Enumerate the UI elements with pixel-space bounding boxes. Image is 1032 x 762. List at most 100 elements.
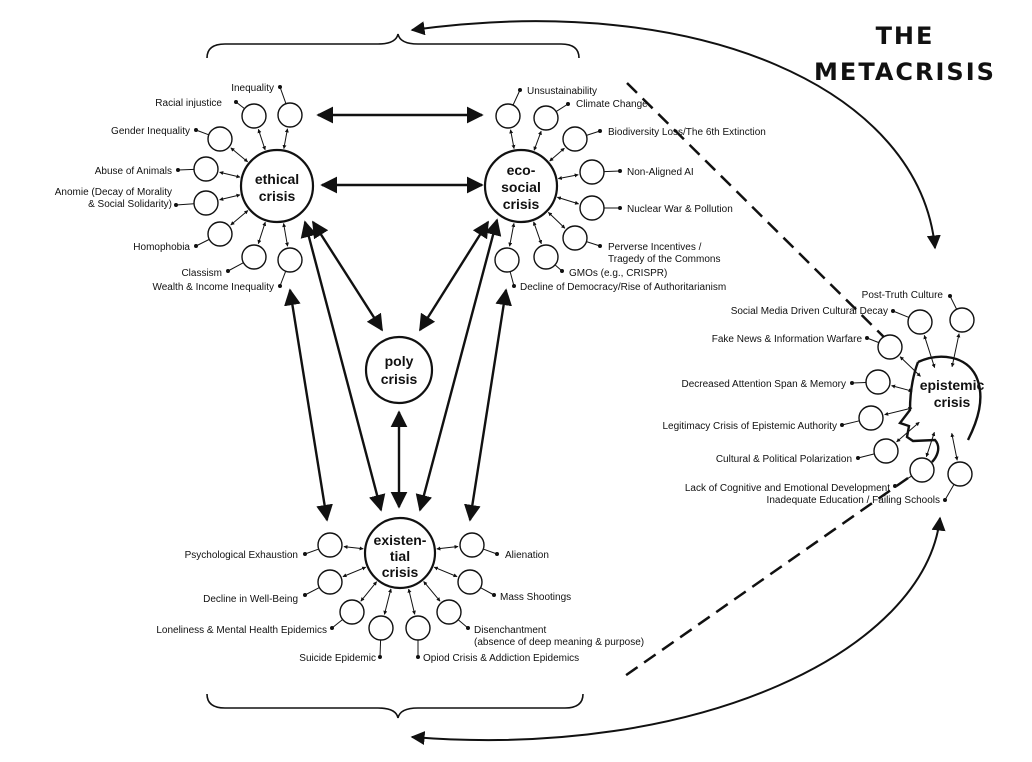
ethical_items-connector-5 [230,210,249,226]
existential_items-connector-5 [423,581,441,602]
eco_items-connector-1 [533,130,542,151]
epistemic_items-label-5: Cultural & Political Polarization [716,454,852,465]
epistemic_items-label-7: Inadequate Education / Failing Schools [767,495,940,506]
epistemic_items-node-5 [873,438,899,464]
eco_items-pin-dot-0 [518,88,522,92]
eco-hub-label-1: eco- [507,162,536,178]
epistemic_items-connector-2 [899,356,921,377]
epistemic_items-connector-0 [950,333,961,368]
eco-hub-label-2: social [501,179,541,195]
epistemic_items-pin-7 [944,484,955,501]
ethical_items-pin-4 [175,203,195,206]
existential_items-label-6: Mass Shootings [500,592,571,603]
ethical_items-pin-3 [177,168,195,171]
ethical_items-pin-7 [279,271,287,287]
existential_items-node-4 [405,615,431,641]
ethical_items-pin-dot-6 [226,269,230,273]
eco_items-label-1: Climate Change [576,99,648,110]
epistemic_items-node-2 [877,334,903,360]
ethical_items-label-3: Abuse of Animals [95,166,172,177]
ethical_items-pin-dot-7 [278,284,282,288]
epistemic_items-pin-dot-5 [856,456,860,460]
eco_items-node-2 [562,126,588,152]
existential_items-connector-0 [343,545,364,551]
epistemic-hub: epistemic crisis [898,355,985,463]
title-line-2: METACRISIS [814,58,996,86]
epistemic_items-connector-4 [884,406,913,416]
bottom-curved-arrow [410,516,946,745]
existential_items-label-1: Decline in Well-Being [203,594,298,605]
existential_items-pin-3 [379,639,382,658]
ethical_items-label-5: Homophobia [133,242,190,253]
epistemic_items-node-4 [858,405,884,431]
epistemic_items-pin-dot-3 [850,381,854,385]
epistemic_items-connector-1 [923,334,936,369]
ethical-poly-arrow [311,220,384,332]
ethical_items-label-0: Inequality [231,83,274,94]
epistemic_items-pin-dot-6 [893,484,897,488]
existential-hub: existen- tial crisis [363,516,437,590]
eco_items-connector-3 [557,173,579,180]
existential_items-pin-dot-2 [330,626,334,630]
ethical_items-node-1 [241,103,267,129]
existential_items-node-3 [368,615,394,641]
epistemic_items-label-4: Legitimacy Crisis of Epistemic Authority [662,421,837,432]
existential_items-pin-7 [483,548,498,555]
bottom-brace [206,693,584,719]
existential_items-label-3: Suicide Epidemic [299,653,376,664]
epistemic_items-node-3 [865,369,891,395]
eco_items-label-6: GMOs (e.g., CRISPR) [569,268,667,279]
epistemic_items-pin-4 [841,420,860,426]
existential-hub-label-3: crisis [382,564,419,580]
eco-hub-circle [483,148,559,224]
eco_items-pin-dot-3 [618,169,622,173]
eco_items-pin-5 [586,241,601,247]
ethical_items-node-6 [241,244,267,270]
dashed-divider [626,82,896,349]
ethical_items-label-1: Racial injustice [155,98,222,109]
epistemic_items-pin-3 [851,381,867,384]
eco_items-connector-5 [548,211,566,229]
existential_items-node-7 [459,532,485,558]
epistemic_items-connector-7 [950,432,959,461]
epistemic_items-node-1 [907,309,933,335]
existential_items-node-5 [436,599,462,625]
ethical_items-connector-4 [219,193,241,201]
ethical_items-connector-6 [257,221,267,245]
epistemic_items-pin-0 [949,295,958,310]
existential_items-connector-2 [360,581,378,602]
eco_items-node-5 [562,225,588,251]
ethical_items-connector-3 [219,171,241,179]
eco-existential-arrow-inner [415,218,502,512]
eco_items-pin-dot-4 [618,206,622,210]
existential_items-node-6 [457,569,483,595]
existential_items-pin-dot-4 [416,655,420,659]
epistemic_items-node-6 [909,457,935,483]
eco_items-node-1 [533,105,559,131]
ethical_items-pin-5 [195,238,210,247]
epistemic_items-label-1: Social Media Driven Cultural Decay [731,306,888,317]
face-profile-icon [898,361,940,463]
ethical-existential-arrow-inner [300,220,386,512]
poly-hub-label-2: crisis [381,371,418,387]
epistemic_items-label-0: Post-Truth Culture [862,290,944,301]
existential_items-pin-2 [331,619,343,629]
eco_items-pin-dot-7 [512,284,516,288]
epistemic_items-pin-dot-0 [948,294,952,298]
existential_items-label-0: Psychological Exhaustion [185,550,298,561]
epistemic_items-connector-6 [925,431,936,458]
epistemic_items-node-7 [947,461,973,487]
poly-hub-label-1: poly [385,353,414,369]
eco_items-node-0 [495,103,521,129]
dashed-divider-lower [621,476,909,680]
ethical_items-connector-2 [230,147,248,163]
epistemic-hub-label-1: epistemic [920,377,985,393]
eco_items-pin-dot-2 [598,129,602,133]
epistemic_items-pin-6 [894,475,912,487]
top-brace [206,33,580,59]
existential_items-connector-7 [436,544,459,551]
epistemic_items-pin-dot-1 [891,309,895,313]
eco_items-connector-4 [556,196,580,205]
